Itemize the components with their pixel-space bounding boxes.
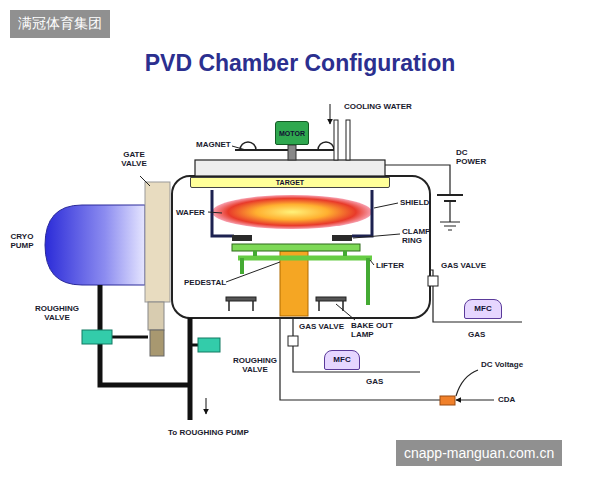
gate-leader bbox=[140, 176, 150, 186]
watermark: cnapp-manguan.com.cn bbox=[396, 440, 562, 466]
lamp-leader bbox=[336, 304, 355, 320]
part-label: GAS VALVE bbox=[441, 261, 486, 270]
lifter-leg bbox=[242, 251, 368, 305]
roughing-line bbox=[100, 285, 190, 385]
cda-line bbox=[280, 318, 440, 400]
part-label: LIFTER bbox=[376, 261, 404, 270]
lifter-leader bbox=[370, 260, 374, 265]
target-band: TARGET bbox=[190, 177, 390, 188]
pedestal-leader bbox=[226, 262, 280, 282]
wafer-leader bbox=[208, 212, 222, 213]
part-label: CRYO PUMP bbox=[3, 232, 41, 250]
lid-plate bbox=[195, 160, 385, 176]
part-label: DC POWER bbox=[456, 148, 496, 166]
bake-out-lamp bbox=[226, 297, 256, 301]
solenoid-valve bbox=[440, 396, 455, 405]
pump-arrow bbox=[206, 398, 207, 414]
part-label: GATE VALVE bbox=[114, 150, 154, 168]
mfc-box: MFC bbox=[324, 350, 360, 370]
roughing-line bbox=[190, 344, 198, 347]
magnet-bar bbox=[235, 149, 335, 151]
part-label: GAS bbox=[468, 330, 485, 339]
clamp-ring bbox=[332, 235, 352, 241]
gas-valve bbox=[428, 276, 438, 286]
lifter-bar bbox=[238, 256, 372, 261]
part-label: GAS bbox=[366, 377, 383, 386]
roughing-line bbox=[188, 318, 193, 420]
part-label: MAGNET bbox=[196, 140, 231, 149]
cda-line bbox=[456, 400, 494, 401]
gas-valve bbox=[288, 336, 298, 346]
shield-leader bbox=[374, 203, 398, 208]
part-label: CDA bbox=[498, 395, 515, 404]
pedestal-stem bbox=[280, 251, 308, 316]
roughing-valve bbox=[198, 338, 220, 352]
node-text: MFC bbox=[474, 305, 491, 313]
node-text: MOTOR bbox=[279, 130, 305, 137]
mfc-box: MFC bbox=[464, 299, 502, 319]
node-text: MFC bbox=[333, 356, 350, 364]
wafer-plasma bbox=[212, 195, 372, 229]
bake-out-lamp bbox=[316, 297, 346, 301]
clamp-leader bbox=[353, 234, 400, 238]
bake-out-lamp bbox=[229, 301, 253, 311]
bake-out-lamp bbox=[319, 301, 343, 311]
shield bbox=[212, 190, 372, 236]
cooling-pipe bbox=[334, 120, 338, 160]
battery-symbol bbox=[444, 200, 456, 202]
gas-line bbox=[430, 270, 522, 322]
gas-line bbox=[293, 318, 420, 372]
ground-symbol bbox=[440, 222, 460, 230]
part-label: GAS VALVE bbox=[299, 322, 344, 331]
motor-box: MOTOR bbox=[275, 121, 309, 145]
pedestal-plate bbox=[232, 244, 360, 251]
voltage-wire bbox=[456, 370, 478, 396]
roughing-valve bbox=[82, 330, 112, 344]
node-text: TARGET bbox=[276, 179, 304, 186]
part-label: ROUGHING VALVE bbox=[26, 304, 88, 322]
watermark: 满冠体育集团 bbox=[10, 10, 110, 38]
part-label: To ROUGHING PUMP bbox=[168, 428, 249, 437]
part-label: DC Voltage bbox=[481, 360, 523, 369]
power-wire bbox=[385, 165, 450, 222]
gate-valve bbox=[145, 182, 170, 302]
part-label: SHIELD bbox=[400, 198, 429, 207]
motor-shaft bbox=[288, 145, 296, 160]
water-in-arrow bbox=[330, 104, 331, 124]
chamber-wall bbox=[172, 176, 430, 318]
part-label: BAKE OUT LAMP bbox=[351, 321, 401, 339]
magnet-leader bbox=[232, 146, 246, 150]
part-label: WAFER bbox=[176, 208, 205, 217]
battery-symbol bbox=[437, 194, 463, 196]
pump-column bbox=[150, 330, 164, 356]
cryo-pump bbox=[45, 205, 145, 285]
part-label: COOLING WATER bbox=[344, 102, 412, 111]
part-label: CLAMP RING bbox=[402, 227, 442, 245]
part-label: ROUGHING VALVE bbox=[224, 356, 286, 374]
cooling-pipe bbox=[346, 120, 350, 160]
pump-column bbox=[148, 302, 164, 330]
clamp-ring bbox=[232, 235, 252, 241]
roughing-line bbox=[112, 336, 148, 339]
title: PVD Chamber Configuration bbox=[0, 50, 600, 77]
part-label: PEDESTAL bbox=[184, 278, 226, 287]
